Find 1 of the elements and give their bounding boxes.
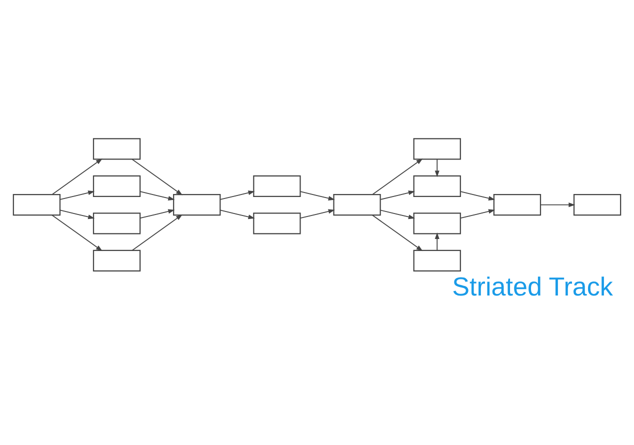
caption: Striated Track [452, 271, 613, 302]
